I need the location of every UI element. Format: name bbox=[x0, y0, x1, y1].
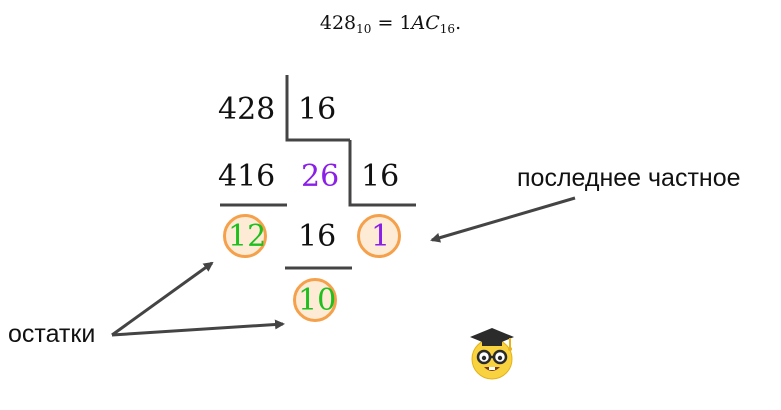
remainder-12-circle bbox=[223, 214, 267, 258]
division-bracket-1 bbox=[285, 75, 350, 142]
subtrahend-2: 16 bbox=[298, 219, 337, 254]
remainder-12: 12 bbox=[228, 219, 267, 254]
last-quotient-circle bbox=[357, 214, 401, 258]
remainder-10-circle bbox=[293, 278, 337, 322]
formula-number: 428 bbox=[319, 12, 357, 34]
formula-base-from: 10 bbox=[356, 22, 372, 36]
remainder-10: 10 bbox=[298, 283, 337, 318]
subtrahend-1: 416 bbox=[218, 159, 276, 194]
conversion-formula: 42810 = 1AC16. bbox=[0, 12, 781, 36]
last-quotient: 1 bbox=[371, 219, 391, 254]
arrow-last-quotient bbox=[430, 196, 576, 243]
nerd-graduate-emoji-icon bbox=[470, 328, 514, 380]
dividend: 428 bbox=[218, 92, 276, 127]
formula-equals: = bbox=[377, 12, 394, 34]
divisor-1: 16 bbox=[298, 92, 337, 127]
arrow-remainder-10 bbox=[111, 319, 285, 337]
formula-result-letters: AC bbox=[411, 12, 440, 34]
remainders-label: остатки bbox=[8, 320, 96, 348]
formula-base-to: 16 bbox=[439, 22, 456, 36]
last-quotient-label: последнее частное bbox=[517, 164, 741, 192]
formula-period: . bbox=[455, 12, 462, 34]
formula-result-digit: 1 bbox=[399, 12, 412, 34]
divisor-2: 16 bbox=[361, 159, 400, 194]
quotient-1: 26 bbox=[301, 159, 340, 194]
division-bracket-2 bbox=[348, 140, 416, 207]
arrow-remainder-12 bbox=[111, 261, 214, 337]
